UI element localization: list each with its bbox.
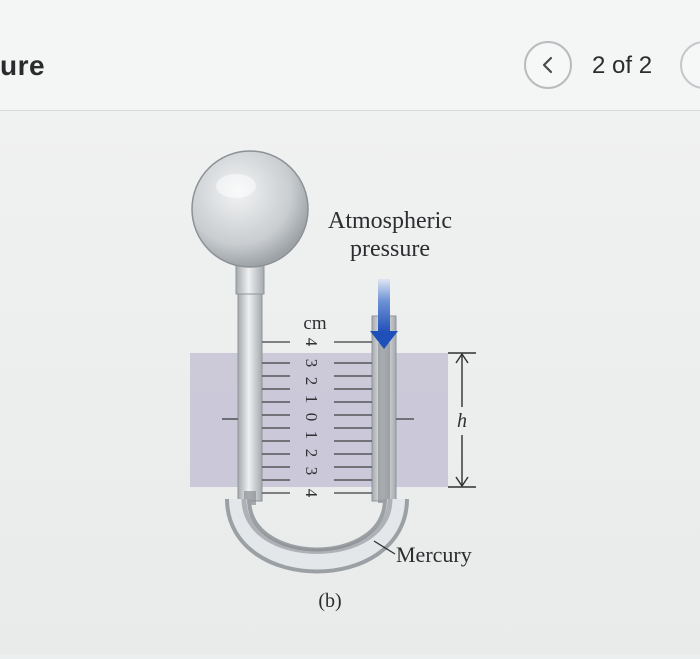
glass-bulb (191, 150, 309, 268)
atmospheric-label-line1: Atmospheric (328, 208, 452, 234)
scale-number: 3 (302, 467, 321, 476)
mercury-label: Mercury (396, 542, 472, 567)
scale-unit: cm (303, 313, 326, 334)
chevron-left-icon (542, 56, 553, 74)
atmospheric-label-line2: pressure (350, 236, 430, 262)
scale-number: 1 (302, 395, 321, 404)
figure-header: ure 2 of 2 (0, 0, 700, 111)
next-figure-button[interactable] (680, 41, 700, 89)
pressure-arrow-icon (370, 279, 398, 349)
shaded-region (190, 353, 448, 487)
scale-number: 2 (302, 377, 321, 386)
scale-number: 1 (302, 431, 321, 440)
scale-ticks (222, 341, 414, 494)
scale-numbers: 4 3 2 1 0 1 2 3 4 (302, 338, 321, 498)
scale-number: 4 (302, 489, 321, 498)
previous-figure-button[interactable] (524, 41, 572, 89)
header-title: ure (0, 50, 46, 81)
scale-number: 2 (302, 449, 321, 458)
figure-area: cm 4 3 2 1 0 1 2 3 4 Atmospheric pressur… (0, 111, 700, 654)
mercury-leader-line (373, 540, 396, 555)
mercury-column-right (378, 343, 390, 503)
scale-number: 4 (302, 338, 321, 347)
height-dimension (448, 352, 476, 488)
figure-pager: 2 of 2 (592, 52, 653, 79)
scale-number: 3 (302, 359, 321, 368)
manometer-figure: cm 4 3 2 1 0 1 2 3 4 Atmospheric pressur… (190, 150, 476, 612)
left-tube (237, 270, 263, 502)
figure-caption: (b) (318, 590, 341, 612)
height-label: h (457, 410, 467, 432)
scale-number: 0 (302, 413, 321, 422)
